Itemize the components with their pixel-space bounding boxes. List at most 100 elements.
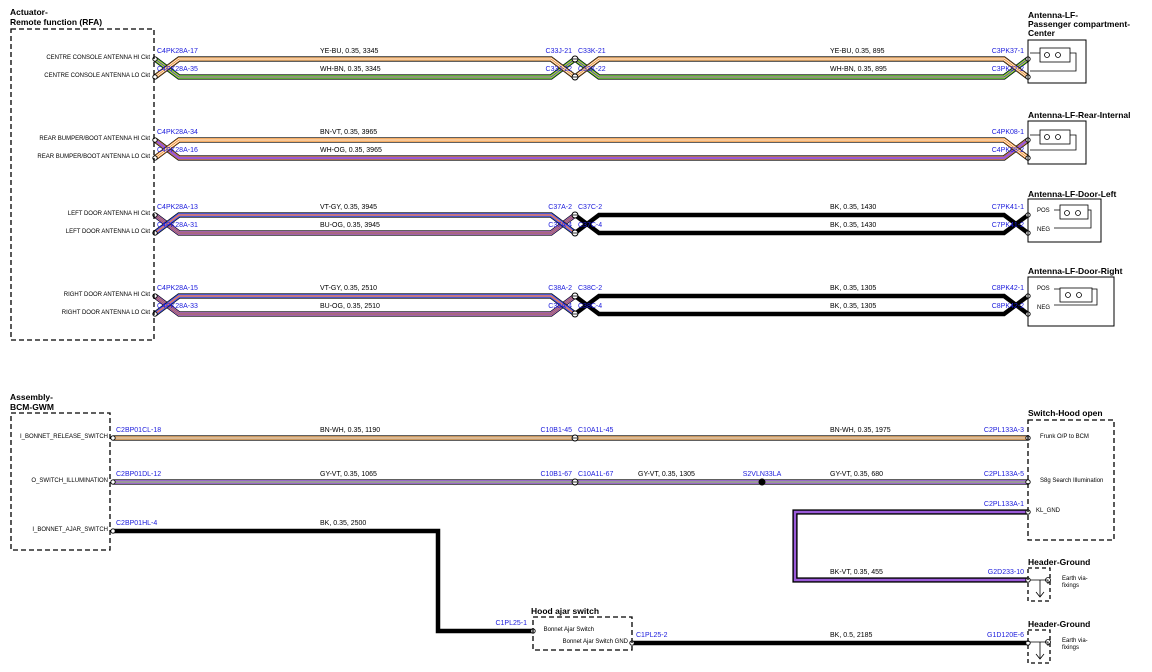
wire-label: WH-OG, 0.35, 3965	[320, 147, 382, 154]
wire-label: BN-VT, 0.35, 3965	[320, 129, 377, 136]
wire-bu-og	[154, 295, 576, 315]
wire-label: GY-VT, 0.35, 1065	[320, 471, 377, 478]
bcm-pin-label: I_BONNET_AJAR_SWITCH	[32, 527, 108, 533]
ant-left-pos: POS	[1037, 208, 1050, 214]
ant-center-box	[1027, 39, 1087, 84]
wire-label: GY-VT, 0.35, 680	[830, 471, 883, 478]
wire-wh-bn	[154, 58, 576, 78]
wire-bn-vt	[153, 137, 1030, 161]
ground1-label-2: fixings	[1062, 583, 1079, 589]
connector-label: C1PL25-2	[636, 632, 668, 639]
wire-label: WH-BN, 0.35, 895	[830, 66, 887, 73]
connector-label: C4PK28A-15	[157, 285, 198, 292]
rfa-title-2: Remote function (RFA)	[10, 17, 102, 27]
connector-label: C37C-4	[578, 222, 602, 229]
bcm-pin-label: O_SWITCH_ILLUMINATION	[31, 478, 108, 484]
wire-bk	[573, 293, 1030, 316]
wire-bk	[573, 212, 1030, 235]
ground2-title: Header-Ground	[1028, 619, 1090, 629]
connector-label: C38C-4	[578, 303, 602, 310]
ground1-box	[1027, 567, 1051, 602]
ground2-label-2: fixings	[1062, 645, 1079, 651]
ant-center-title-3: Center	[1028, 28, 1056, 38]
connector-label: G2D233-10	[988, 569, 1024, 576]
connector-label: C10A1L-45	[578, 427, 614, 434]
connector-label: C37A-2	[548, 204, 572, 211]
connector-label: C2PL133A-1	[984, 501, 1024, 508]
bcm-title-2: BCM-GWM	[10, 402, 54, 412]
wire-label: YE-BU, 0.35, 895	[830, 48, 885, 55]
connector-label: C3PK37-2	[992, 66, 1024, 73]
wire-wh-og	[154, 138, 1029, 159]
connector-label: C4PK28A-17	[157, 48, 198, 55]
connector-label: C33J-22	[546, 66, 573, 73]
bcm-box	[10, 412, 111, 551]
ground1-title: Header-Ground	[1028, 557, 1090, 567]
rfa-title-1: Actuator-	[10, 7, 48, 17]
wire-ye-bu	[573, 56, 1030, 80]
wire-wh-og	[153, 137, 1030, 161]
rfa-pin-label: RIGHT DOOR ANTENNA LO Ckt	[62, 310, 151, 316]
hood-switch-title: Switch-Hood open	[1028, 408, 1103, 418]
connector-label: C2PL133A-3	[984, 427, 1024, 434]
hood-switch-pin-label: KL_GND	[1036, 508, 1061, 514]
wire-label: BN-WH, 0.35, 1190	[320, 427, 380, 434]
rfa-pin-label: LEFT DOOR ANTENNA LO Ckt	[66, 229, 151, 235]
connector-label: C7PK41-2	[992, 222, 1024, 229]
ant-left-neg: NEG	[1037, 227, 1050, 233]
bcm-title-1: Assembly-	[10, 392, 53, 402]
wire-label: VT-GY, 0.35, 2510	[320, 285, 377, 292]
wire-label: BK-VT, 0.35, 455	[830, 569, 883, 576]
connector-label: C4PK28A-34	[157, 129, 198, 136]
wire-bk	[573, 294, 1030, 317]
ground-icon	[1030, 577, 1051, 660]
hood-switch-pin-label: Frunk O/P to BCM	[1040, 434, 1089, 440]
connector-label: C7PK41-1	[992, 204, 1024, 211]
wire-wh-bn	[574, 57, 1029, 78]
connector-label: C1PL25-1	[495, 620, 527, 627]
wire-wh-og	[154, 139, 1029, 159]
wire-label: BK, 0.5, 2185	[830, 632, 873, 639]
connector-label: C4PK28A-33	[157, 303, 198, 310]
wire-label: VT-GY, 0.35, 3945	[320, 204, 377, 211]
ant-left-title: Antenna-LF-Door-Left	[1028, 189, 1116, 199]
ant-right-title: Antenna-LF-Door-Right	[1028, 266, 1123, 276]
ground1-label-1: Earth via-	[1062, 576, 1088, 582]
connector-label: C10B1-67	[540, 471, 572, 478]
wire-label: BN-WH, 0.35, 1975	[830, 427, 891, 434]
wire-label: BU-OG, 0.35, 2510	[320, 303, 380, 310]
rfa-pin-label: REAR BUMPER/BOOT ANTENNA LO Ckt	[37, 154, 150, 160]
wire-wh-bn	[573, 56, 1030, 80]
rfa-box	[10, 28, 155, 341]
wire-ye-bu	[573, 57, 1030, 79]
connector-label: C33K-22	[578, 66, 606, 73]
connector-label: C38A-4	[548, 303, 572, 310]
wire-ye-bu	[574, 58, 1029, 78]
connector-label: C4PK28A-13	[157, 204, 198, 211]
ground2-box	[1027, 629, 1051, 664]
connector-label: C4PK28A-31	[157, 222, 198, 229]
ant-right-box	[1027, 276, 1115, 327]
connector-label: C2BP01CL-18	[116, 427, 161, 434]
ant-rear-box	[1027, 120, 1087, 165]
wire-bu-og	[154, 214, 576, 234]
wire-bk	[113, 528, 533, 634]
connector-label: G1D120E-6	[987, 632, 1024, 639]
connector-label: C2BP01HL-4	[116, 520, 157, 527]
wire-wh-bn	[574, 58, 1029, 78]
rfa-pin-label: CENTRE CONSOLE ANTENNA HI Ckt	[46, 55, 150, 61]
rfa-pin-label: LEFT DOOR ANTENNA HI Ckt	[68, 211, 151, 217]
connector-label: C4PK28A-16	[157, 147, 198, 154]
wire-label: YE-BU, 0.35, 3345	[320, 48, 378, 55]
connector-label: C33J-21	[546, 48, 573, 55]
connector-label: C8PK42-2	[992, 303, 1024, 310]
hood-ajar-title: Hood ajar switch	[531, 606, 599, 616]
connector-label: C10A1L-67	[578, 471, 614, 478]
ant-right-pos: POS	[1037, 286, 1050, 292]
ant-left-box	[1027, 198, 1102, 243]
connector-label: C8PK42-1	[992, 285, 1024, 292]
wire-bk	[573, 213, 1030, 236]
splice-point	[758, 478, 766, 486]
connector-label: C2BP01DL-12	[116, 471, 161, 478]
